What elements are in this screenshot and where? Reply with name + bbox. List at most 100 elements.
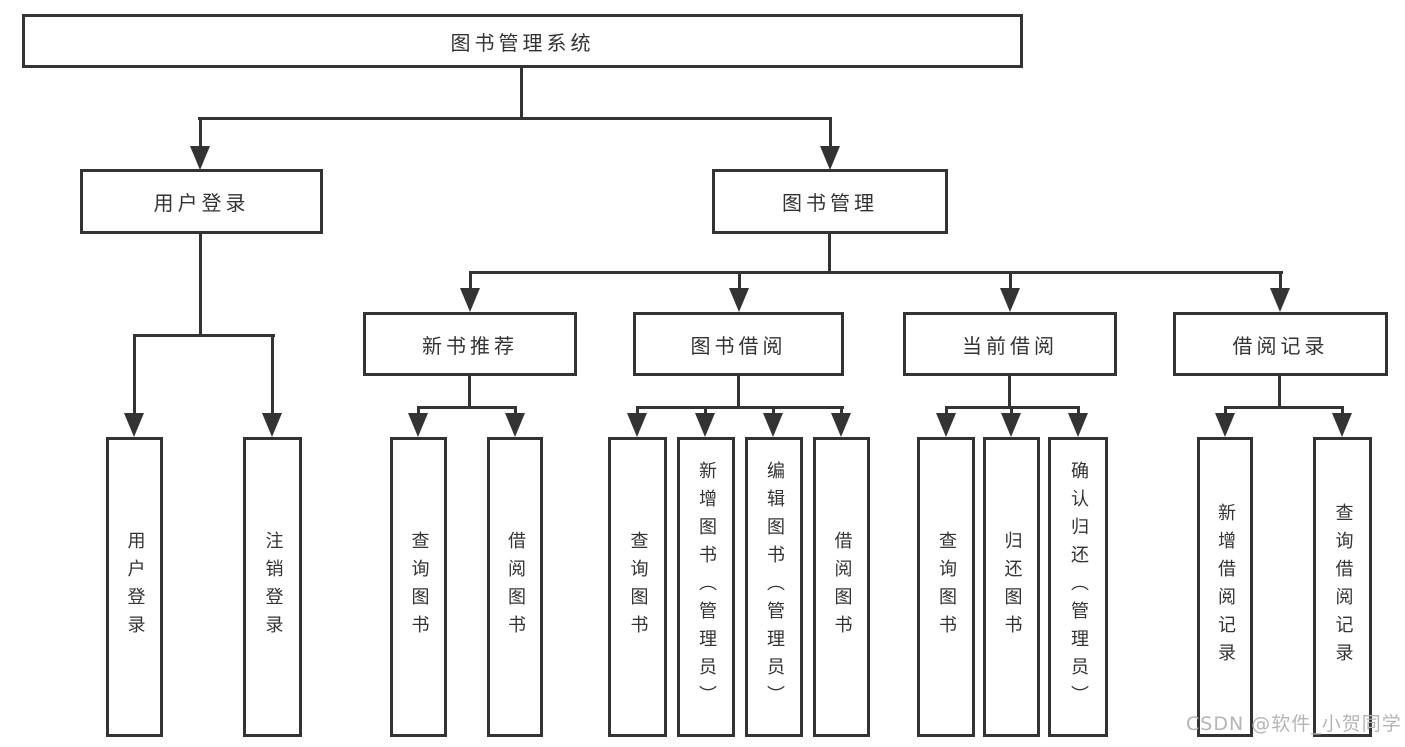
arrow-stem — [416, 408, 420, 413]
edge-records-stem — [1278, 373, 1281, 408]
leaf-logout: 注销登录 — [243, 437, 302, 737]
edge-records-hbar — [1224, 406, 1344, 409]
arrowhead-icon — [936, 413, 956, 437]
arrow-stem — [1340, 408, 1344, 413]
leaf-user-login-label: 用户登录 — [124, 531, 146, 643]
arrowhead-icon — [695, 413, 715, 437]
leaf-add-borrow-record-label: 新增借阅记录 — [1215, 503, 1236, 671]
edge-userlogin-hbar — [133, 334, 275, 337]
arrowhead-icon — [831, 413, 851, 437]
node-root-label: 图书管理系统 — [450, 30, 595, 55]
leaf-query-borrow-record: 查询借阅记录 — [1313, 437, 1372, 737]
arrowhead-icon — [729, 288, 749, 312]
arrow-down-icon — [505, 408, 525, 437]
edge-borrow-hbar — [636, 406, 844, 409]
node-book-borrow-label: 图书借阅 — [690, 333, 787, 358]
arrow-down-icon — [729, 273, 749, 312]
arrowhead-icon — [820, 146, 840, 170]
node-borrow-records: 借阅记录 — [1173, 312, 1388, 376]
leaf-query-book-2-label: 查询图书 — [627, 531, 649, 643]
leaf-query-book-1: 查询图书 — [390, 437, 447, 737]
arrowhead-icon — [124, 413, 144, 437]
arrowhead-icon — [1270, 288, 1290, 312]
edge-bookmgmt-stem — [828, 231, 831, 274]
node-book-management-label: 图书管理 — [782, 191, 878, 215]
leaf-add-book-admin-label: 新增图书（管理员） — [696, 461, 717, 713]
leaf-confirm-return-admin-label: 确认归还（管理员） — [1068, 461, 1089, 713]
arrow-down-icon — [1332, 408, 1352, 437]
arrowhead-icon — [262, 413, 282, 437]
arrowhead-icon — [1000, 288, 1020, 312]
arrow-stem — [1223, 408, 1227, 413]
arrowhead-icon — [763, 413, 783, 437]
arrowhead-icon — [1001, 413, 1021, 437]
node-book-management: 图书管理 — [712, 169, 948, 234]
arrow-stem — [1008, 273, 1012, 288]
edge-current-hbar — [945, 406, 1080, 409]
edge-bookmgmt-hbar — [469, 271, 1283, 274]
edge-root-hbar — [198, 117, 832, 120]
edge-newbook-hbar — [417, 406, 517, 409]
node-user-login-label: 用户登录 — [153, 191, 250, 215]
arrow-down-icon — [460, 273, 480, 312]
arrow-down-icon — [1215, 408, 1235, 437]
arrow-stem — [1009, 408, 1013, 413]
arrow-stem — [468, 273, 472, 288]
arrow-down-icon — [1000, 273, 1020, 312]
arrow-stem — [1076, 408, 1080, 413]
arrow-down-icon — [1001, 408, 1021, 437]
edge-newbook-stem — [468, 374, 471, 408]
arrowhead-icon — [505, 413, 525, 437]
arrow-stem — [198, 119, 202, 146]
arrow-stem — [828, 119, 832, 146]
arrow-down-icon — [831, 408, 851, 437]
leaf-logout-label: 注销登录 — [262, 531, 284, 643]
leaf-user-login: 用户登录 — [106, 437, 163, 737]
arrowhead-icon — [627, 413, 647, 437]
node-new-book-recommend-label: 新书推荐 — [422, 333, 518, 358]
arrow-down-icon — [124, 336, 144, 437]
leaf-query-book-2: 查询图书 — [608, 437, 667, 737]
csdn-watermark: CSDN @软件_小贺同学 — [1186, 713, 1402, 735]
arrow-down-icon — [695, 408, 715, 437]
arrow-stem — [270, 336, 274, 413]
arrow-down-icon — [763, 408, 783, 437]
arrow-stem — [635, 408, 639, 413]
node-root: 图书管理系统 — [22, 14, 1023, 68]
arrow-stem — [771, 408, 775, 413]
leaf-edit-book-admin-label: 编辑图书（管理员） — [764, 461, 785, 713]
leaf-add-borrow-record: 新增借阅记录 — [1197, 437, 1253, 737]
arrow-stem — [703, 408, 707, 413]
arrow-down-icon — [820, 119, 840, 170]
leaf-query-borrow-record-label: 查询借阅记录 — [1332, 503, 1354, 671]
edge-userlogin-stem — [199, 231, 202, 336]
arrow-down-icon — [627, 408, 647, 437]
arrow-down-icon — [1270, 273, 1290, 312]
leaf-query-book-1-label: 查询图书 — [408, 531, 430, 643]
node-borrow-records-label: 借阅记录 — [1232, 333, 1329, 358]
edge-root-stem — [520, 66, 523, 118]
arrow-stem — [839, 408, 843, 413]
arrow-down-icon — [262, 336, 282, 437]
edge-current-stem — [1008, 373, 1011, 408]
arrowhead-icon — [190, 146, 210, 170]
leaf-return-book: 归还图书 — [983, 437, 1040, 737]
leaf-return-book-label: 归还图书 — [1001, 531, 1023, 643]
arrow-down-icon — [190, 119, 210, 170]
arrow-stem — [513, 408, 517, 413]
arrow-down-icon — [408, 408, 428, 437]
node-book-borrow: 图书借阅 — [633, 312, 844, 376]
leaf-query-book-3-label: 查询图书 — [936, 531, 957, 643]
arrowhead-icon — [1215, 413, 1235, 437]
node-current-borrow: 当前借阅 — [903, 312, 1117, 376]
node-new-book-recommend: 新书推荐 — [363, 312, 577, 376]
leaf-query-book-3: 查询图书 — [917, 437, 975, 737]
leaf-confirm-return-admin: 确认归还（管理员） — [1048, 437, 1108, 737]
arrowhead-icon — [1068, 413, 1088, 437]
leaf-borrow-book-1: 借阅图书 — [487, 437, 543, 737]
arrow-stem — [1278, 273, 1282, 288]
leaf-borrow-book-2: 借阅图书 — [813, 437, 870, 737]
arrow-stem — [944, 408, 948, 413]
leaf-add-book-admin: 新增图书（管理员） — [677, 437, 735, 737]
